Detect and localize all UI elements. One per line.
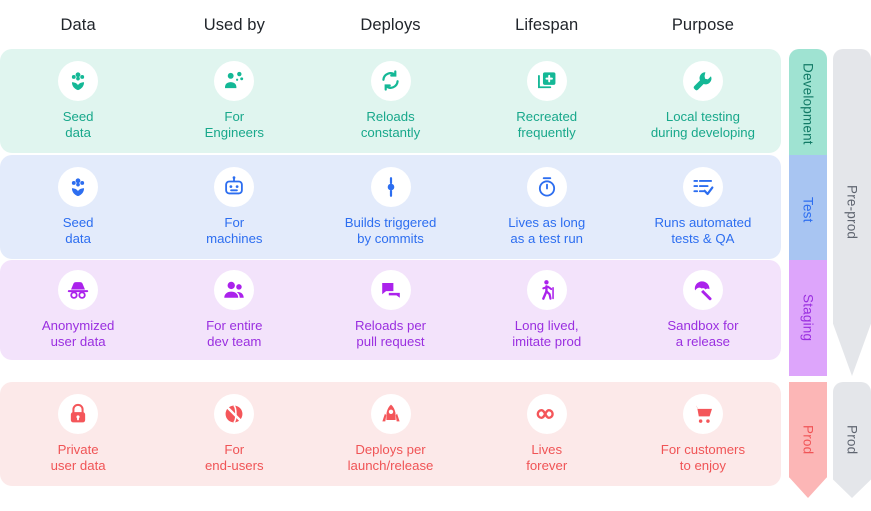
engineer-gear-icon — [214, 60, 255, 101]
column-header-purpose: Purpose — [671, 15, 734, 34]
cell-prod-used-by: For end-users — [156, 393, 312, 475]
cell-label: Local testing during developing — [650, 108, 755, 141]
column-header-lifespan: Lifespan — [515, 15, 579, 34]
infinity-icon — [526, 393, 567, 434]
seed-flower-icon — [58, 166, 99, 207]
incognito-icon — [58, 269, 99, 310]
cell-label: Seed data — [62, 214, 94, 247]
cell-label: For end-users — [204, 441, 264, 474]
cell-test-deploys: Builds triggered by commits — [312, 166, 468, 248]
checklist-icon — [682, 166, 723, 207]
cell-prod-lifespan: Lives forever — [469, 393, 625, 475]
duplicate-plus-icon — [526, 60, 567, 101]
column-header-deploys: Deploys — [360, 15, 421, 34]
stage-label: Staging — [800, 294, 816, 342]
cell-label: For machines — [206, 214, 263, 247]
cell-label: For customers to enjoy — [660, 441, 746, 474]
beach-umbrella-icon — [682, 269, 723, 310]
cell-prod-deploys: Deploys per launch/release — [312, 393, 468, 475]
walking-person-icon — [526, 269, 567, 310]
environment-group-prod[interactable]: Prod — [833, 382, 871, 498]
row-prod: Private user data For end-users Depl — [0, 382, 781, 486]
column-headers: Data Used by Deploys Lifespan Purpose — [0, 0, 781, 50]
people-group-icon — [214, 269, 255, 310]
lock-icon — [58, 393, 99, 434]
cell-label: Anonymized user data — [41, 317, 115, 350]
cell-prod-data: Private user data — [0, 393, 156, 475]
row-staging: Anonymized user data For entire dev team — [0, 260, 781, 360]
cell-development-purpose: Local testing during developing — [625, 60, 781, 142]
stage-label: Development — [800, 63, 816, 145]
stage-chevron-staging[interactable]: Staging — [789, 260, 827, 376]
stage-chevron-test[interactable]: Test — [789, 155, 827, 265]
cell-test-purpose: Runs automated tests & QA — [625, 166, 781, 248]
shopping-cart-icon — [682, 393, 723, 434]
stage-chevron-development[interactable]: Development — [789, 49, 827, 159]
comment-bubbles-icon — [370, 269, 411, 310]
cell-label: Recreated frequently — [516, 108, 578, 141]
environment-group-pre-prod[interactable]: Pre-prod — [833, 49, 871, 376]
cell-label: Lives forever — [526, 441, 568, 474]
cell-label: Sandbox for a release — [667, 317, 739, 350]
environment-group-label: Prod — [844, 425, 860, 455]
cell-development-lifespan: Recreated frequently — [469, 60, 625, 142]
cell-prod-purpose: For customers to enjoy — [625, 393, 781, 475]
cell-development-data: Seed data — [0, 60, 156, 142]
cell-staging-purpose: Sandbox for a release — [625, 269, 781, 351]
stage-label: Test — [800, 197, 816, 223]
cell-label: For entire dev team — [206, 317, 263, 350]
rocket-icon — [370, 393, 411, 434]
cell-label: Runs automated tests & QA — [654, 214, 752, 247]
cell-development-deploys: Reloads constantly — [312, 60, 468, 142]
cell-label: For Engineers — [204, 108, 264, 141]
cell-test-lifespan: Lives as long as a test run — [469, 166, 625, 248]
robot-icon — [214, 166, 255, 207]
reload-sync-icon — [370, 60, 411, 101]
cell-staging-lifespan: Long lived, imitate prod — [469, 269, 625, 351]
cell-label: Builds triggered by commits — [344, 214, 437, 247]
wrench-icon — [682, 60, 723, 101]
commit-icon — [370, 166, 411, 207]
cell-test-used-by: For machines — [156, 166, 312, 248]
cell-label: Lives as long as a test run — [508, 214, 586, 247]
stopwatch-icon — [526, 166, 567, 207]
column-header-used-by: Used by — [203, 15, 265, 34]
stage-chevron-prod[interactable]: Prod — [789, 382, 827, 498]
environment-group-label: Pre-prod — [844, 185, 860, 240]
cell-staging-data: Anonymized user data — [0, 269, 156, 351]
seed-flower-icon — [58, 60, 99, 101]
stage-label: Prod — [800, 425, 816, 455]
row-test: Seed data For machines — [0, 155, 781, 259]
cell-label: Deploys per launch/release — [347, 441, 434, 474]
cell-staging-used-by: For entire dev team — [156, 269, 312, 351]
cell-label: Reloads constantly — [360, 108, 421, 141]
cell-label: Reloads per pull request — [354, 317, 427, 350]
globe-slash-icon — [214, 393, 255, 434]
cell-development-used-by: For Engineers — [156, 60, 312, 142]
column-header-data: Data — [60, 15, 96, 34]
cell-staging-deploys: Reloads per pull request — [312, 269, 468, 351]
cell-label: Seed data — [62, 108, 94, 141]
cell-label: Long lived, imitate prod — [512, 317, 582, 350]
cell-label: Private user data — [50, 441, 106, 474]
row-development: Seed data For Engineers — [0, 49, 781, 153]
cell-test-data: Seed data — [0, 166, 156, 248]
